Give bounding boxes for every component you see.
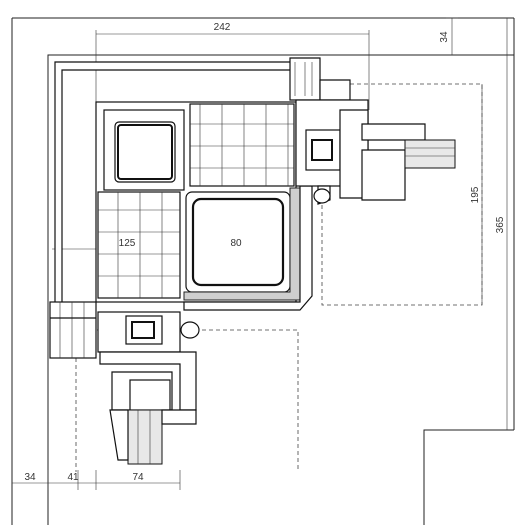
- glazing-assembly-bottom: [97, 311, 200, 465]
- dim-bottom-left: 34: [24, 472, 36, 483]
- sash-profile: [95, 101, 313, 311]
- dim-inner-right-height: 195: [470, 186, 481, 203]
- dimension-labels: 242 34 195 365 125 80 34 41 74: [24, 22, 506, 483]
- left-frame-stub: [49, 301, 97, 359]
- dim-center-left: 125: [119, 238, 136, 249]
- dim-top-width: 242: [214, 22, 231, 33]
- dim-bottom-right: 74: [132, 472, 144, 483]
- wall-outline: [11, 17, 515, 525]
- dim-bottom-mid: 41: [67, 472, 79, 483]
- dim-outer-right-height: 365: [495, 216, 506, 233]
- dim-center-right: 80: [230, 238, 242, 249]
- glazing-assembly-top-right: [295, 99, 456, 205]
- dim-top-right-height: 34: [439, 31, 450, 43]
